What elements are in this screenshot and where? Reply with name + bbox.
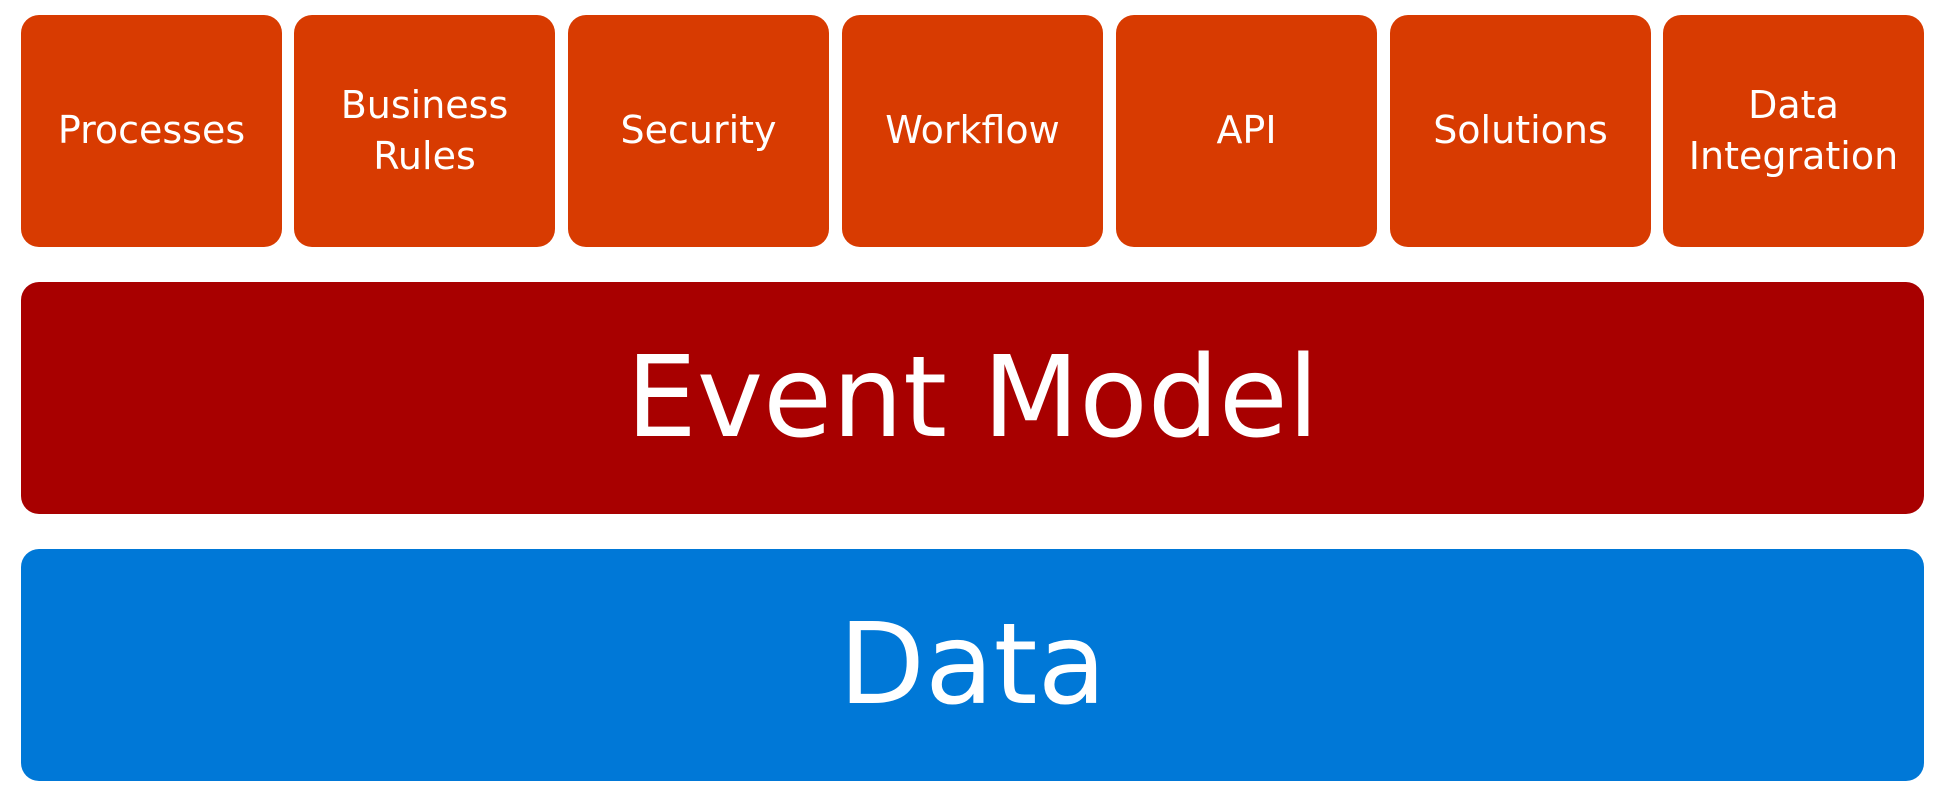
data-layer: Data (21, 549, 1924, 781)
event-model-label: Event Model (626, 333, 1319, 463)
tile-business-rules: Business Rules (294, 15, 555, 247)
tile-processes: Processes (21, 15, 282, 247)
tile-api: API (1116, 15, 1377, 247)
tile-data-integration: Data Integration (1663, 15, 1924, 247)
capability-tiles-row: Processes Business Rules Security Workfl… (21, 15, 1924, 247)
tile-solutions: Solutions (1390, 15, 1651, 247)
tile-workflow: Workflow (842, 15, 1103, 247)
tile-security: Security (568, 15, 829, 247)
data-label: Data (838, 600, 1107, 730)
event-model-layer: Event Model (21, 282, 1924, 514)
